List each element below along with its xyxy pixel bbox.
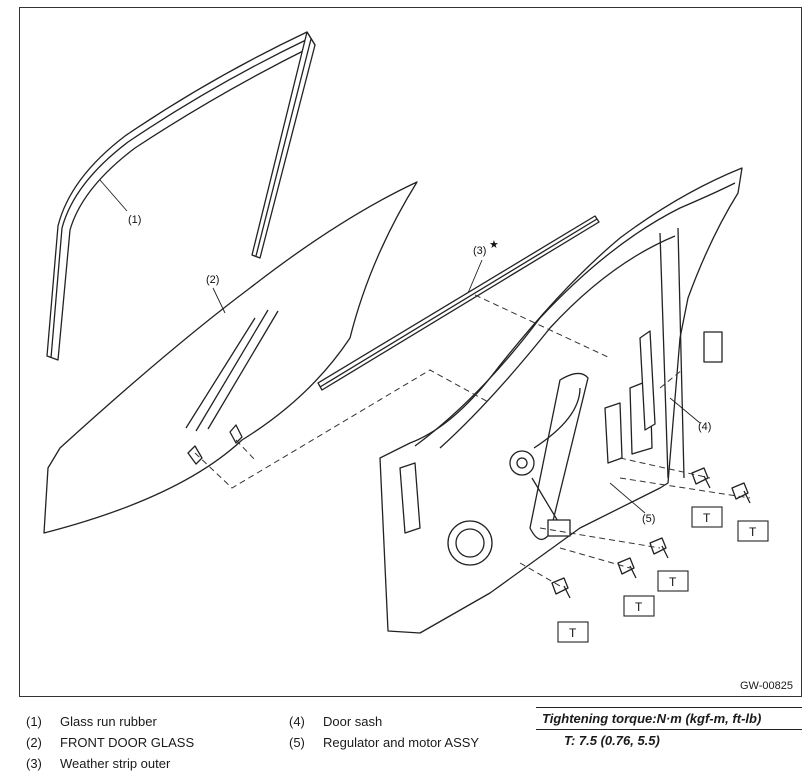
legend-item: (4) Door sash: [289, 711, 479, 732]
legend-column-middle: (4) Door sash (5) Regulator and motor ASSY: [289, 711, 479, 753]
callout-1: (1): [128, 214, 141, 226]
legend-label: FRONT DOOR GLASS: [60, 735, 195, 750]
divider: [536, 729, 802, 730]
torque-box: [557, 621, 589, 643]
legend-num: (5): [289, 735, 305, 750]
torque-mark: T: [569, 626, 577, 640]
torque-mark: T: [749, 525, 757, 539]
figure-id: GW-00825: [740, 680, 793, 692]
legend-item: (5) Regulator and motor ASSY: [289, 732, 479, 753]
legend-num: (4): [289, 714, 305, 729]
legend-label: Door sash: [323, 714, 383, 729]
legend-item: (1) Glass run rubber: [26, 711, 194, 732]
torque-value: T: 7.5 (0.76, 5.5): [564, 733, 660, 748]
torque-box: [623, 595, 655, 617]
torque-mark: T: [635, 600, 643, 614]
divider: [536, 707, 802, 708]
torque-mark: T: [703, 511, 711, 525]
legend-num: (1): [26, 714, 42, 729]
callout-4: (4): [698, 421, 711, 433]
regulator-motor-assy: [509, 372, 589, 540]
bolt-group: [551, 467, 751, 599]
diagram-drawing: (1) (2) (3) ★ (4) (5) T T T T T: [43, 31, 769, 643]
torque-box: [737, 520, 769, 542]
legend-num: (2): [26, 735, 42, 750]
legend-item: (3) Weather strip outer: [26, 753, 194, 774]
front-door-glass: [43, 181, 418, 534]
torque-mark: T: [669, 575, 677, 589]
legend-label: Regulator and motor ASSY: [323, 735, 480, 750]
exploded-diagram: (1) (2) (3) ★ (4) (5) T T T T T GW-00825: [19, 7, 802, 697]
torque-box: [691, 506, 723, 528]
legend-label: Weather strip outer: [60, 756, 171, 771]
callout-5: (5): [642, 513, 655, 525]
glass-run-rubber: [46, 31, 316, 361]
legend-label: Glass run rubber: [60, 714, 157, 729]
legend-num: (3): [26, 756, 42, 771]
star-icon: ★: [489, 239, 499, 251]
callout-3: (3): [473, 245, 486, 257]
door-sash: [639, 330, 723, 431]
weather-strip-outer: [317, 215, 600, 391]
legend-item: (2) FRONT DOOR GLASS: [26, 732, 194, 753]
torque-box: [657, 570, 689, 592]
callout-2: (2): [206, 274, 219, 286]
torque-table: Tightening torque:N·m (kgf-m, ft-lb) T: …: [536, 707, 802, 751]
legend-column-left: (1)Glass run rubber (2)FRONT DOOR GLASS …: [26, 711, 194, 774]
torque-title: Tightening torque:N·m (kgf-m, ft-lb): [542, 711, 762, 726]
